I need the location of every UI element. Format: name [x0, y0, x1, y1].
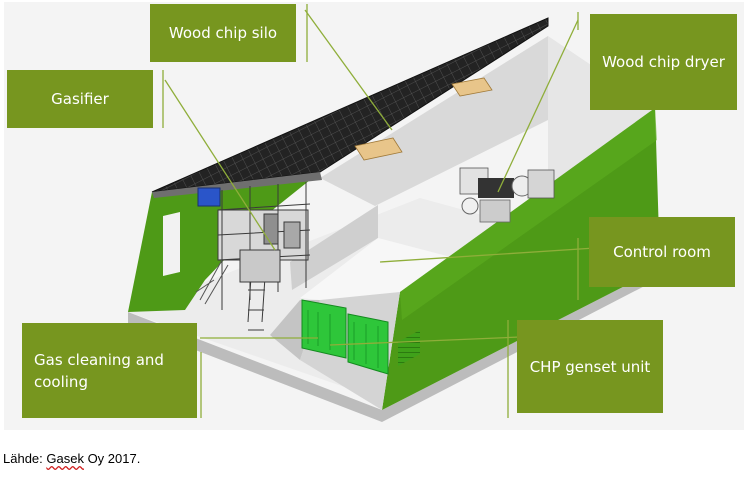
label-wood-chip-silo: Wood chip silo	[168, 24, 278, 42]
dryer-machinery	[459, 167, 555, 223]
leader-silo	[304, 9, 393, 131]
back-wall	[320, 36, 548, 206]
callout-gas-cleaning: Gas cleaning and cooling	[22, 323, 197, 418]
label-gas-cleaning-line1: Gas cleaning and	[34, 350, 164, 369]
leader-control-room	[379, 247, 596, 263]
wall-louver	[398, 330, 420, 366]
label-chp-genset-unit: CHP genset unit	[529, 357, 651, 376]
leader-gasifier	[164, 79, 276, 251]
callout-chp-genset: CHP genset unit	[517, 320, 663, 413]
source-suffix: Oy 2017.	[83, 451, 141, 466]
gasifier-structure	[195, 182, 311, 331]
label-control-room: Control room	[613, 243, 711, 261]
label-wood-chip-dryer: Wood chip dryer	[602, 53, 725, 71]
label-gas-cleaning-line2: cooling	[34, 372, 88, 391]
leader-chp	[329, 336, 521, 346]
left-gable-window	[163, 212, 180, 276]
source-prefix: Lähde:	[3, 451, 47, 466]
callout-control-room: Control room	[589, 217, 735, 287]
source-org: Gasek	[46, 451, 84, 466]
callout-gasifier: Gasifier	[7, 70, 153, 128]
right-wall-light-band	[400, 108, 657, 320]
leader-lines	[162, 4, 596, 418]
label-gasifier: Gasifier	[51, 90, 109, 108]
silo-partition-wall	[290, 205, 378, 290]
roof-hatch-2	[451, 77, 493, 97]
callout-wood-chip-silo: Wood chip silo	[150, 4, 296, 62]
roof-hatch-1	[354, 137, 403, 161]
leader-dryer	[497, 19, 579, 193]
callout-wood-chip-dryer: Wood chip dryer	[590, 14, 737, 110]
roof-edge	[152, 172, 322, 198]
chp-containers	[301, 299, 389, 375]
source-caption: Lähde: Gasek Oy 2017.	[3, 451, 140, 466]
control-room-floor	[300, 238, 470, 308]
